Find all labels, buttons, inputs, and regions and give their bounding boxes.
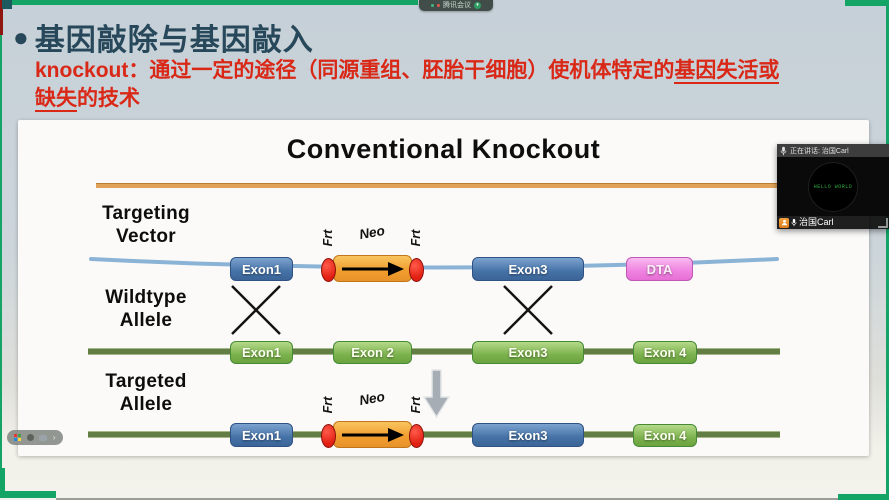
meeting-tab-label: 腾讯会议	[443, 2, 471, 9]
down-arrow-icon	[423, 369, 450, 418]
frt-site-icon	[321, 424, 336, 448]
frame-bottom-right-horizontal	[838, 494, 889, 500]
diagram-panel: Conventional Knockout Targeting Vector F…	[18, 120, 869, 456]
meeting-app-icon[interactable]	[14, 434, 22, 441]
frt-label: Frt	[321, 396, 335, 414]
label-targeting-vector: Targeting Vector	[76, 202, 216, 248]
meeting-tab[interactable]: 腾讯会议 ▾	[419, 0, 493, 11]
frame-left-line	[0, 35, 2, 470]
definition-text: knockout：通过一定的途径（同源重组、胚胎干细胞）使机体特定的基因失活或缺…	[35, 57, 860, 113]
dta-label: DTA	[646, 261, 673, 277]
label-vector: Vector	[116, 226, 176, 247]
exon1-label: Exon1	[241, 427, 281, 443]
chat-icon[interactable]	[39, 434, 48, 441]
label-allele: Allele	[119, 394, 173, 415]
definition-body-2: 的技术	[77, 87, 140, 110]
definition-underline-2: 缺失	[35, 87, 77, 112]
frt-label: Frt	[321, 229, 335, 247]
right-arrow-icon	[341, 261, 404, 276]
exon4-label: Exon 4	[643, 428, 687, 443]
frame-teal-corner	[2, 0, 12, 9]
annotation-toolbar: ›	[7, 430, 63, 445]
label-wildtype-allele: Wildtype Allele	[76, 286, 216, 332]
frt-label: Frt	[409, 396, 423, 414]
exon3-box: Exon3	[472, 423, 584, 447]
frame-right-line	[886, 0, 889, 500]
exon4-box: Exon 4	[633, 424, 697, 447]
speaking-indicator-bar: 正在讲话: 治国Carl	[777, 144, 889, 157]
avatar-text: HELLO WORLD	[813, 183, 853, 190]
exon1-label: Exon1	[241, 261, 281, 277]
targeted-allele-line	[88, 431, 780, 438]
frame-bottom-left-vertical	[0, 468, 5, 498]
frame-top-right-line	[845, 0, 889, 6]
emoji-icon[interactable]	[26, 434, 34, 441]
frame-red-sliver	[0, 0, 3, 35]
exon1-box: Exon1	[230, 423, 293, 447]
video-feed: HELLO WORLD	[777, 157, 889, 216]
divider-line	[96, 183, 802, 188]
definition-term: knockout：	[35, 59, 150, 82]
definition-body-1: 通过一定的途径（同源重组、胚胎干细胞）使机体特定的	[149, 59, 675, 82]
avatar: HELLO WORLD	[808, 161, 858, 212]
status-dot-green	[431, 4, 434, 7]
microphone-icon	[791, 218, 797, 227]
bottom-edge-line	[56, 498, 838, 500]
diagram-title: Conventional Knockout	[286, 134, 601, 164]
resize-handle[interactable]	[878, 218, 888, 228]
right-arrow-icon	[341, 427, 404, 442]
participant-name-bar: 治国Carl	[777, 216, 889, 229]
definition-underline-1: 基因失活或	[674, 59, 780, 84]
label-targeting: Targeting	[102, 203, 190, 224]
expand-chevron-icon[interactable]: ›	[52, 432, 56, 442]
person-icon	[781, 219, 787, 226]
exon1-box: Exon1	[230, 341, 293, 364]
exon4-box: Exon 4	[633, 341, 697, 364]
exon3-label: Exon3	[508, 261, 548, 277]
label-wildtype: Wildtype	[105, 287, 187, 308]
speaking-label: 正在讲话: 治国Carl	[790, 147, 849, 155]
expand-caret-icon[interactable]: ▾	[474, 2, 481, 9]
crossover-x-left-icon	[231, 285, 281, 335]
exon3-box: Exon3	[472, 341, 584, 364]
frt-label: Frt	[409, 229, 423, 247]
dta-box: DTA	[626, 257, 693, 281]
exon2-label: Exon 2	[351, 345, 394, 360]
wildtype-allele-line	[88, 348, 780, 355]
label-allele: Allele	[119, 310, 173, 331]
neo-label: Neo	[358, 388, 386, 409]
neo-cassette-box	[333, 421, 412, 448]
label-targeted-allele: Targeted Allele	[76, 370, 216, 416]
exon3-box: Exon3	[472, 257, 584, 281]
status-dot-red	[437, 4, 440, 7]
exon4-label: Exon 4	[643, 345, 687, 360]
frt-site-icon	[409, 424, 424, 448]
exon2-box: Exon 2	[333, 341, 412, 364]
exon3-label: Exon3	[508, 345, 548, 360]
neo-label: Neo	[358, 222, 386, 243]
exon1-box: Exon1	[230, 257, 293, 281]
participant-avatar-icon	[779, 217, 789, 228]
participant-name: 治国Carl	[799, 217, 834, 227]
title-text: 基因敲除与基因敲入	[34, 24, 314, 57]
frt-site-icon	[409, 258, 424, 282]
exon1-label: Exon1	[241, 345, 281, 360]
crossover-x-right-icon	[503, 285, 553, 335]
frame-bottom-left-horizontal	[0, 491, 56, 498]
exon3-label: Exon3	[508, 427, 548, 443]
participant-video-window[interactable]: 正在讲话: 治国Carl HELLO WORLD 治国Carl	[777, 144, 889, 229]
frt-site-icon	[321, 258, 336, 282]
title-bullet: ●	[13, 22, 30, 52]
microphone-icon	[780, 146, 787, 155]
page-title: ● 基因敲除与基因敲入	[13, 15, 314, 59]
label-targeted: Targeted	[105, 371, 187, 392]
frame-top-left-line	[12, 0, 418, 5]
neo-cassette-box	[333, 255, 412, 282]
